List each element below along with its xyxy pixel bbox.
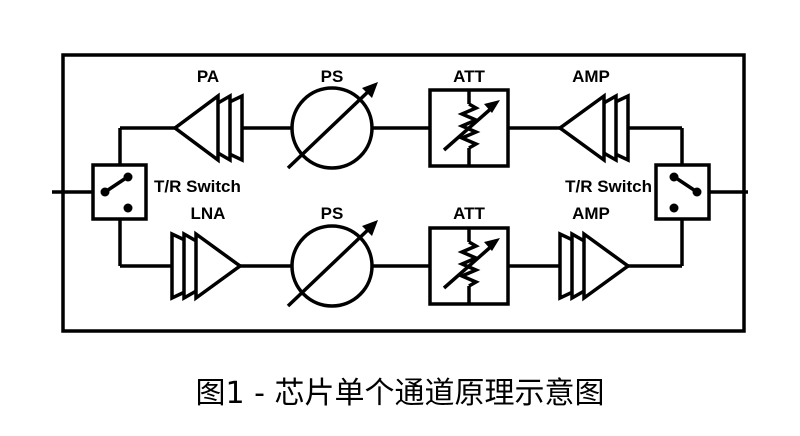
pa-label: PA xyxy=(197,67,219,86)
lna-amplifier-icon xyxy=(170,230,245,302)
left-switch-label: T/R Switch xyxy=(154,177,241,196)
upper-att-label: ATT xyxy=(453,67,485,86)
right-tr-switch xyxy=(654,163,711,221)
lower-att-label: ATT xyxy=(453,204,485,223)
upper-amp-label: AMP xyxy=(572,67,610,86)
lower-phase-shifter-icon xyxy=(286,220,378,308)
right-switch-label: T/R Switch xyxy=(565,177,652,196)
upper-amp-icon xyxy=(555,92,630,164)
lower-amp-icon xyxy=(558,230,633,302)
lower-attenuator-icon xyxy=(428,226,510,306)
upper-phase-shifter-icon xyxy=(286,82,378,170)
lower-ps-label: PS xyxy=(321,204,344,223)
upper-ps-label: PS xyxy=(321,67,344,86)
left-tr-switch xyxy=(91,163,148,221)
lower-amp-label: AMP xyxy=(572,204,610,223)
upper-attenuator-icon xyxy=(428,88,510,168)
figure-caption: 图1 - 芯片单个通道原理示意图 xyxy=(196,376,605,411)
lna-label: LNA xyxy=(191,204,226,223)
pa-amplifier-icon xyxy=(170,92,244,164)
